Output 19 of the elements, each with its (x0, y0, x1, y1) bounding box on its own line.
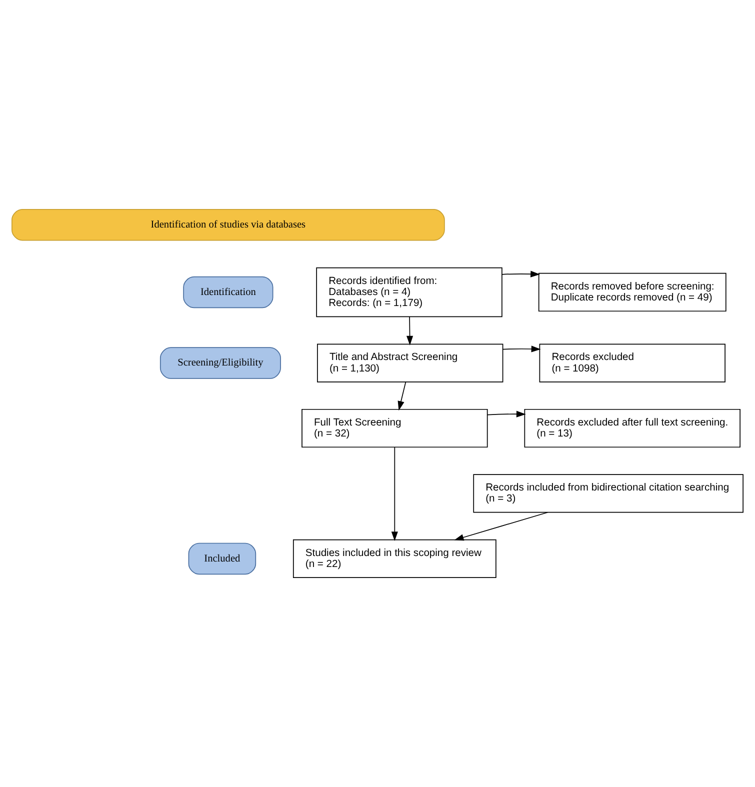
node-box: Screening/Eligibility (160, 347, 281, 379)
arrow (502, 270, 540, 278)
arrow (502, 346, 541, 352)
arrow (391, 446, 398, 542)
node-box: Records excluded (n = 1098) (539, 344, 726, 382)
node-box: Identification of studies via databases (12, 209, 445, 241)
node-box: Included (188, 542, 256, 575)
arrow (487, 410, 526, 418)
node-box: Identification (183, 276, 274, 308)
node-box: Title and Abstract Screening (n = 1,130) (317, 344, 504, 382)
node-box: Records identified from: Databases (n = 4) Records: (n = 1,179) (316, 267, 502, 318)
node-box: Records excluded after full text screening. (n = 13) (524, 408, 740, 448)
node-box: Records removed before screening: Duplicate records removed (n = 49) (538, 272, 726, 312)
node-box: Studies included in this scoping review (n = 22) (292, 539, 496, 578)
node-box: Full Text Screening (n = 32) (302, 408, 488, 448)
arrow (398, 382, 406, 411)
arrow (454, 512, 548, 541)
node-box: Records included from bidirectional citation searching (n = 3) (473, 474, 744, 513)
arrow (406, 316, 414, 346)
